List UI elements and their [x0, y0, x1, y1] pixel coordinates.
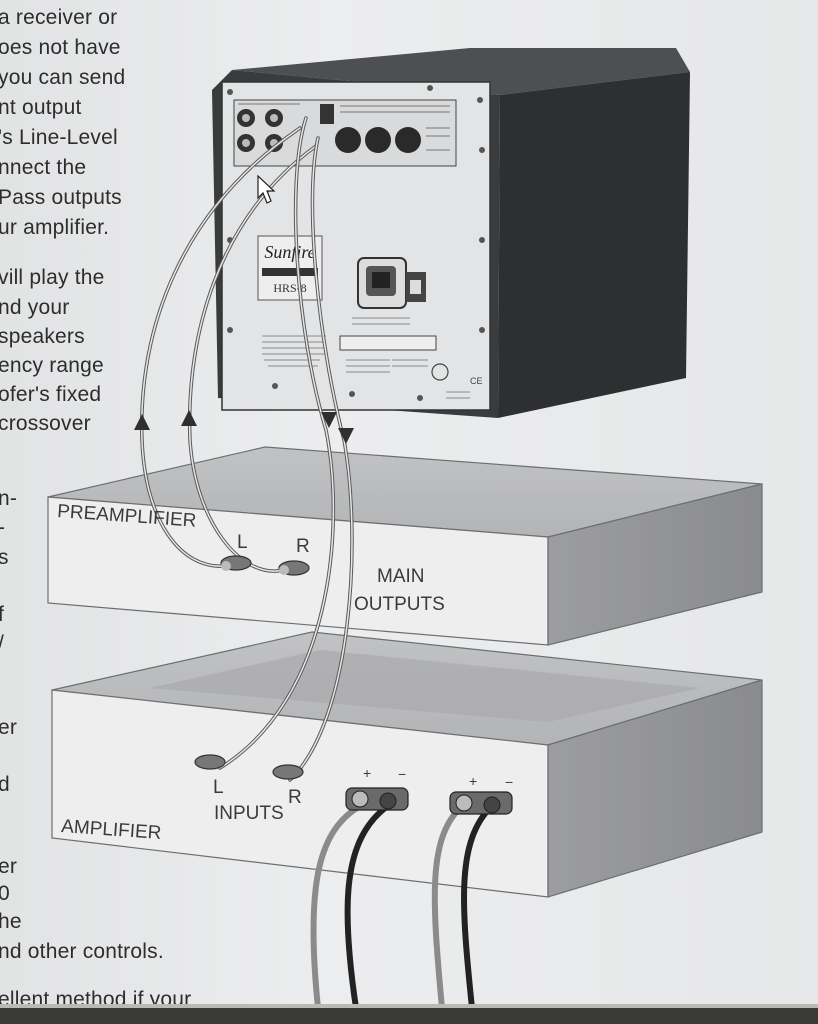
manual-text-line: ofer's fixed: [0, 383, 102, 406]
amp-right-label: R: [288, 787, 302, 808]
amp-left-label: L: [213, 777, 224, 798]
amplifier-box: [51, 631, 763, 898]
manual-text-fragment: er: [0, 855, 18, 878]
svg-text:CE: CE: [470, 376, 483, 386]
inputs-label: INPUTS: [214, 803, 284, 824]
rca-plug: [220, 555, 252, 571]
manual-text-fragment: /: [0, 632, 4, 656]
plus-label: +: [363, 765, 372, 781]
preamp-left-label: L: [237, 532, 248, 553]
manual-text-line: vill play the: [0, 266, 105, 289]
main-outputs-label-1: MAIN: [377, 566, 425, 587]
manual-text-fragment: f: [0, 603, 5, 626]
signal-arrows: [134, 410, 354, 444]
manual-text-line: crossover: [0, 412, 91, 435]
minus-label: −: [505, 774, 514, 790]
manual-text-line: nt output: [0, 96, 82, 119]
monitor-bezel: [0, 1008, 818, 1024]
manual-text-fragment: 0: [0, 882, 10, 905]
preamp-right-label: R: [296, 536, 310, 557]
manual-text-line: ur amplifier.: [0, 216, 110, 239]
subwoofer: CE: [212, 48, 690, 418]
main-outputs-label-2: OUTPUTS: [354, 594, 445, 615]
manual-text-line: oes not have: [0, 36, 121, 59]
manual-text-line: you can send: [0, 66, 126, 89]
manual-text-line: 's Line-Level: [0, 126, 118, 149]
manual-text-line: a receiver or: [0, 6, 118, 29]
speaker-binding-post: [449, 791, 513, 815]
manual-text-line: speakers: [0, 325, 85, 348]
manual-text-fragment: n-: [0, 487, 18, 510]
plus-label: +: [469, 773, 478, 789]
rca-plug: [272, 764, 304, 780]
rca-plug: [278, 560, 310, 576]
monitor-bezel-edge: [0, 1004, 818, 1009]
manual-text-fragment: s: [0, 546, 9, 569]
manual-text-line: ency range: [0, 354, 104, 377]
minus-label: −: [398, 766, 407, 782]
manual-text-line: nd your: [0, 296, 70, 319]
brand-logo: Sunfire: [264, 242, 315, 262]
manual-text-fragment: er: [0, 716, 18, 739]
manual-text-line: Pass outputs: [0, 186, 122, 209]
manual-text-line: nd other controls.: [0, 940, 164, 963]
cables: [139, 116, 491, 1011]
mouse-cursor-icon: [257, 174, 276, 204]
rca-plug: [194, 754, 226, 770]
manual-text-fragment: d: [0, 773, 10, 796]
preamplifier-box: [47, 446, 763, 646]
manual-text-fragment: he: [0, 910, 22, 933]
manual-text-fragment: -: [0, 516, 5, 540]
manual-text-line: nnect the: [0, 156, 87, 179]
speaker-binding-post: [345, 787, 409, 811]
